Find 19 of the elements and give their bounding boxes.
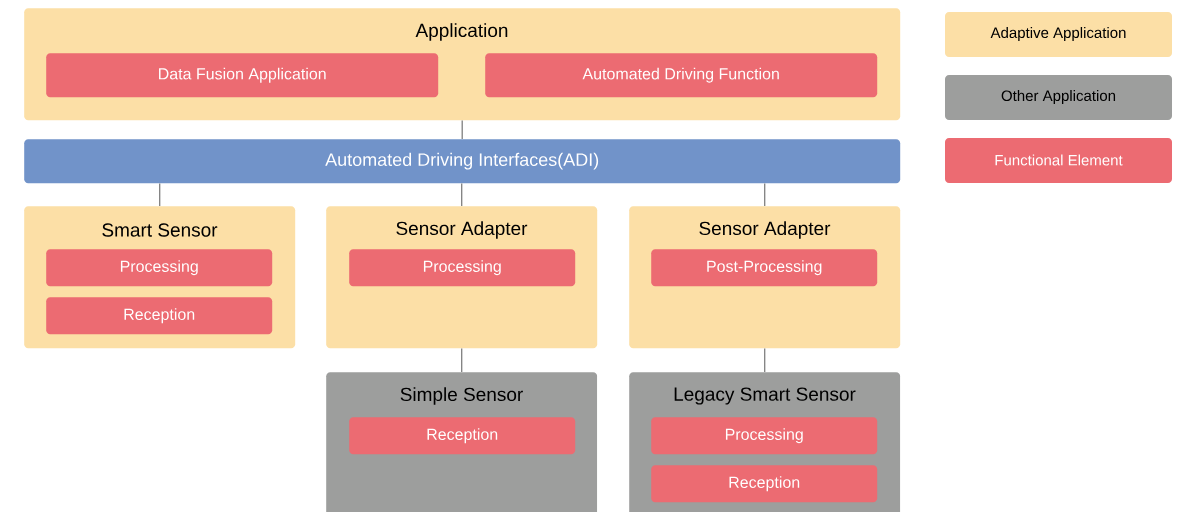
legend-item: Adaptive Application <box>945 12 1172 57</box>
functional-element-box: Post-Processing <box>651 249 878 287</box>
connector-line <box>764 182 766 207</box>
connector-line <box>159 182 161 207</box>
connector-line <box>461 182 463 207</box>
functional-element-box: Data Fusion Application <box>46 53 439 98</box>
functional-element-box: Reception <box>46 297 273 335</box>
functional-element-box: Reception <box>651 465 878 503</box>
connector-line <box>461 347 463 373</box>
interface-bar: Automated Driving Interfaces(ADI) <box>24 139 901 184</box>
functional-element-box: Automated Driving Function <box>485 53 878 98</box>
legend-item: Functional Element <box>945 138 1172 183</box>
connector-line <box>461 119 463 140</box>
functional-element-box: Processing <box>349 249 576 287</box>
functional-element-box: Reception <box>349 417 576 455</box>
connector-line <box>764 347 766 373</box>
functional-element-box: Processing <box>46 249 273 287</box>
legend-item: Other Application <box>945 75 1172 120</box>
functional-element-box: Processing <box>651 417 878 455</box>
